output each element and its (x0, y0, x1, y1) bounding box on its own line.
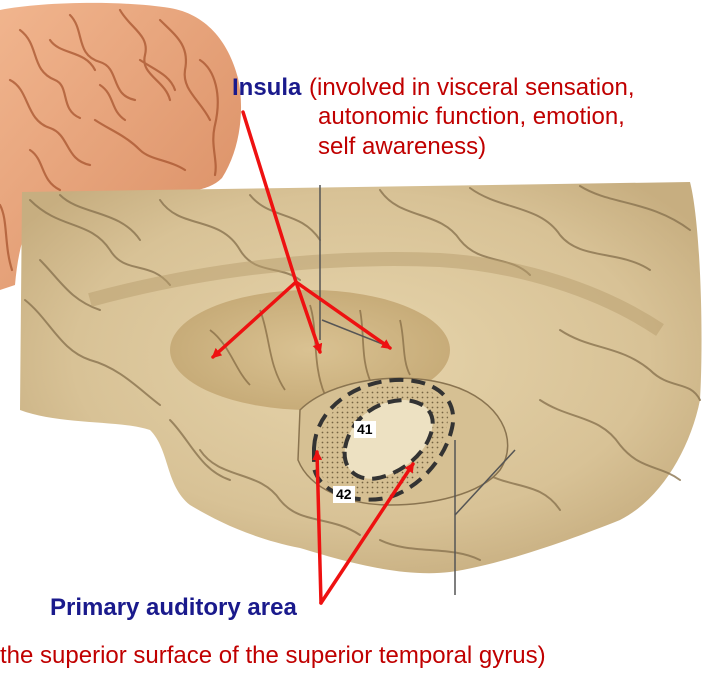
insula-description-line-1: (involved in visceral sensation, (309, 74, 635, 101)
area-41-label: 41 (354, 421, 376, 438)
insula-description-line-3: self awareness) (318, 132, 487, 160)
insula-description: (involved in visceral sensation, autonom… (309, 73, 635, 161)
auditory-area-caption: the superior surface of the superior tem… (0, 642, 546, 669)
insula-title: Insula (232, 74, 302, 101)
auditory-area-title: Primary auditory area (50, 594, 297, 621)
insula-arrows (211, 110, 392, 359)
insula-description-line-2: autonomic function, emotion, (318, 103, 625, 131)
lateral-brain-image (0, 2, 242, 291)
auditory-arrows (312, 450, 415, 605)
dissected-brain-specimen (20, 182, 702, 595)
area-42-label: 42 (333, 486, 355, 503)
